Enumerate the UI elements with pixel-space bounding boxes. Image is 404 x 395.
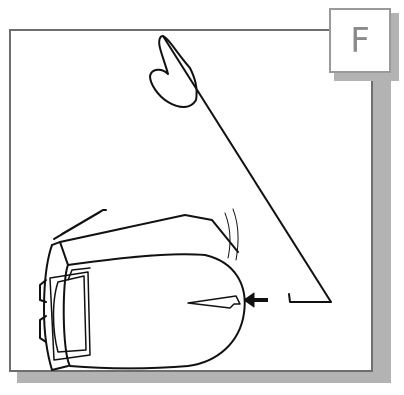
- arrow-left-icon: [243, 292, 268, 308]
- wire: [162, 35, 332, 303]
- instruction-panel: [9, 29, 373, 372]
- step-badge: F: [329, 8, 391, 73]
- wire-loop: [149, 35, 198, 108]
- step-letter: F: [350, 20, 370, 61]
- device-body: [39, 208, 246, 371]
